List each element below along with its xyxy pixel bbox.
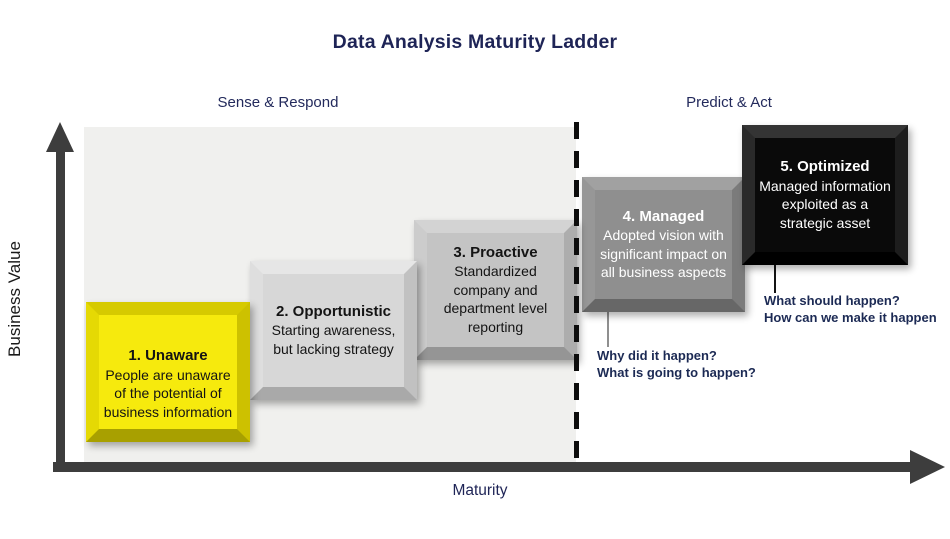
step-1-unaware: 1. Unaware People are unaware of the pot… [86, 302, 250, 442]
step-body: Standardized company and department leve… [443, 263, 548, 335]
step-heading: 3. Proactive [453, 243, 538, 261]
step-2-opportunistic: 2. Opportunistic Starting awareness, but… [250, 261, 417, 400]
step-body: Managed information exploited as a strat… [759, 177, 891, 231]
step-text: 1. Unaware People are unaware of the pot… [99, 323, 237, 421]
phase-label-sense-respond: Sense & Respond [217, 94, 339, 111]
step-text: 3. Proactive Standardized company and de… [427, 244, 564, 337]
x-axis-label: Maturity [452, 482, 508, 499]
y-axis-line [56, 150, 65, 472]
step-4-managed: 4. Managed Adopted vision with significa… [582, 177, 745, 312]
step-text: 2. Opportunistic Starting awareness, but… [263, 303, 404, 359]
y-axis-label: Business Value [5, 241, 24, 357]
step-text: 5. Optimized Managed information exploit… [755, 158, 895, 232]
annotation-line: How can we make it happen [764, 310, 937, 325]
step-body: People are unaware of the potential of b… [103, 366, 233, 420]
annotation-optimized: What should happen? How can we make it h… [764, 292, 937, 326]
callout-connector-managed [607, 312, 609, 347]
annotation-line: What should happen? [764, 293, 900, 308]
annotation-line: Why did it happen? [597, 348, 717, 363]
step-text: 4. Managed Adopted vision with significa… [595, 208, 732, 282]
step-3-proactive: 3. Proactive Standardized company and de… [414, 220, 577, 360]
annotation-managed: Why did it happen? What is going to happ… [597, 347, 756, 381]
step-heading: 1. Unaware [128, 347, 208, 364]
step-heading: 4. Managed [622, 207, 705, 225]
phase-label-predict-act: Predict & Act [686, 94, 772, 111]
annotation-line: What is going to happen? [597, 365, 756, 380]
x-axis-arrow-icon [910, 450, 945, 484]
step-heading: 5. Optimized [780, 158, 870, 175]
step-body: Starting awareness, but lacking strategy [271, 322, 396, 357]
step-body: Adopted vision with significant impact o… [600, 227, 727, 280]
y-axis-arrow-icon [46, 122, 74, 152]
step-5-optimized: 5. Optimized Managed information exploit… [742, 125, 908, 265]
step-heading: 2. Opportunistic [275, 302, 391, 320]
page-title: Data Analysis Maturity Ladder [332, 31, 618, 53]
phase-divider-dashed-line [574, 122, 579, 463]
callout-connector-optimized [774, 265, 776, 293]
x-axis-line [53, 462, 911, 472]
